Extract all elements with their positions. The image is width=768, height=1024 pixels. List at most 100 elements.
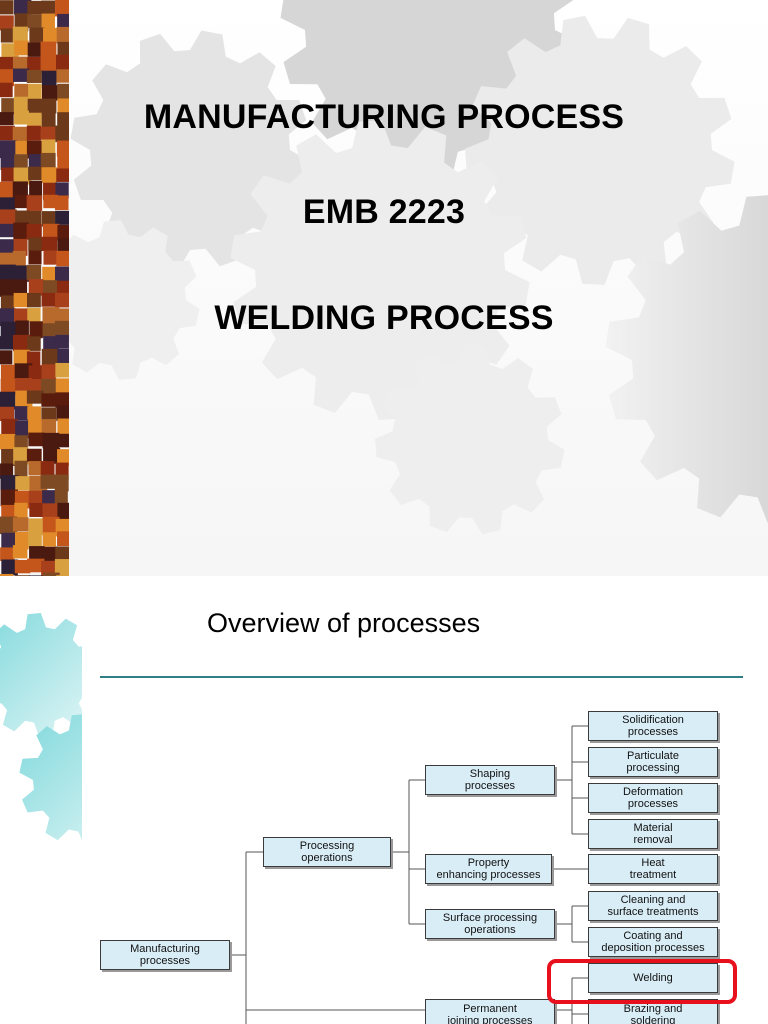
mosaic-tile <box>42 503 60 521</box>
mosaic-tile <box>0 573 14 576</box>
mosaic-tile <box>40 152 56 171</box>
mosaic-tile <box>27 336 41 351</box>
mosaic-tile <box>26 140 43 159</box>
mosaic-tile <box>26 448 42 462</box>
mosaic-tile <box>0 279 15 297</box>
mosaic-tile <box>0 308 16 327</box>
mosaic-tile <box>1 418 18 436</box>
mosaic-tile <box>56 168 69 182</box>
mosaic-tile <box>26 125 41 141</box>
mosaic-tile <box>29 321 43 339</box>
mosaic-tile <box>54 292 69 308</box>
gear-shape <box>40 220 200 380</box>
mosaic-tile <box>0 223 16 238</box>
mosaic-tile <box>55 125 69 143</box>
overview-slide: Overview of processes <box>0 590 768 1024</box>
mosaic-tile <box>1 559 18 576</box>
box-cleaning-surface-treatments: Cleaning and surface treatments <box>588 891 718 921</box>
mosaic-tile <box>0 15 14 31</box>
mosaic-tile <box>0 140 17 159</box>
box-manufacturing-processes: Manufacturing processes <box>100 940 230 970</box>
mosaic-tile <box>1 504 15 521</box>
box-processing-operations: Processing operations <box>263 837 391 867</box>
mosaic-tile <box>42 546 59 564</box>
mosaic-tile <box>27 0 44 15</box>
box-particulate-processing: Particulate processing <box>588 747 718 777</box>
mosaic-tile <box>57 112 69 127</box>
mosaic-tile <box>57 238 69 253</box>
mosaic-tile <box>14 194 29 209</box>
mosaic-tile <box>57 502 69 521</box>
mosaic-tile <box>29 502 44 517</box>
mosaic-tile <box>29 27 45 43</box>
mosaic-tile <box>41 393 59 407</box>
mosaic-tile <box>0 547 15 561</box>
mosaic-tile <box>1 532 17 549</box>
mosaic-tile <box>28 166 44 181</box>
mosaic-tile <box>41 167 58 184</box>
gear-shape <box>230 120 530 420</box>
mosaic-tile <box>0 112 14 126</box>
mosaic-tile <box>12 279 28 297</box>
mosaic-tile <box>28 432 45 447</box>
mosaic-tile <box>41 292 58 307</box>
mosaic-tile <box>1 448 17 466</box>
mosaic-tile <box>41 112 56 128</box>
mosaic-tile <box>26 390 44 404</box>
mosaic-tile <box>15 476 33 491</box>
mosaic-tile <box>0 69 15 87</box>
mosaic-tile <box>0 56 17 72</box>
mosaic-tile <box>43 194 59 209</box>
mosaic-tile <box>14 110 29 125</box>
mosaic-tile <box>0 406 15 422</box>
mosaic-tile <box>55 362 69 378</box>
mosaic-tile <box>13 167 32 185</box>
mosaic-tile <box>27 42 45 57</box>
mosaic-tile <box>14 559 31 574</box>
mosaic-tile <box>42 572 60 576</box>
mosaic-tile <box>55 392 69 408</box>
mosaic-tile <box>27 530 42 548</box>
mosaic-tile <box>42 432 60 449</box>
mosaic-tile <box>41 419 57 435</box>
slide-title: Overview of processes <box>207 608 481 638</box>
box-welding: Welding <box>588 963 718 993</box>
mosaic-tile <box>14 154 28 170</box>
mosaic-tile <box>0 295 15 311</box>
mosaic-tile <box>12 250 26 268</box>
box-permanent-joining-processes: Permanent joining processes <box>425 999 555 1024</box>
mosaic-tile <box>26 223 42 240</box>
mosaic-tile <box>55 334 69 349</box>
mosaic-tile <box>54 559 69 576</box>
gear-shape <box>70 30 310 270</box>
mosaic-tile <box>27 558 45 573</box>
mosaic-tile <box>56 575 69 576</box>
mosaic-tile <box>0 125 15 141</box>
mosaic-tile <box>14 0 32 15</box>
mosaic-tile <box>42 323 56 338</box>
mosaic-tile <box>54 474 69 492</box>
mosaic-tile <box>41 364 57 382</box>
gear-background-graphic <box>40 0 768 535</box>
mosaic-tile <box>57 449 69 467</box>
mosaic-tile <box>28 365 43 383</box>
mosaic-tile <box>40 461 55 477</box>
mosaic-tile <box>43 336 59 353</box>
mosaic-tile <box>42 307 60 324</box>
mosaic-tile <box>54 489 68 506</box>
mosaic-tile <box>15 140 31 155</box>
mosaic-tile <box>56 250 69 267</box>
mosaic-tile <box>29 546 45 561</box>
mosaic-tile <box>14 406 29 421</box>
mosaic-tile <box>14 575 31 576</box>
gear-shape <box>605 195 768 524</box>
mosaic-tile <box>57 280 69 297</box>
mosaic-tile <box>57 433 69 448</box>
box-property-enhancing-processes: Property enhancing processes <box>425 854 552 884</box>
mosaic-tile <box>0 252 16 268</box>
mosaic-tile <box>28 575 45 576</box>
mosaic-tile <box>26 264 42 281</box>
mosaic-tile <box>41 13 55 32</box>
mosaic-tile <box>14 460 28 477</box>
